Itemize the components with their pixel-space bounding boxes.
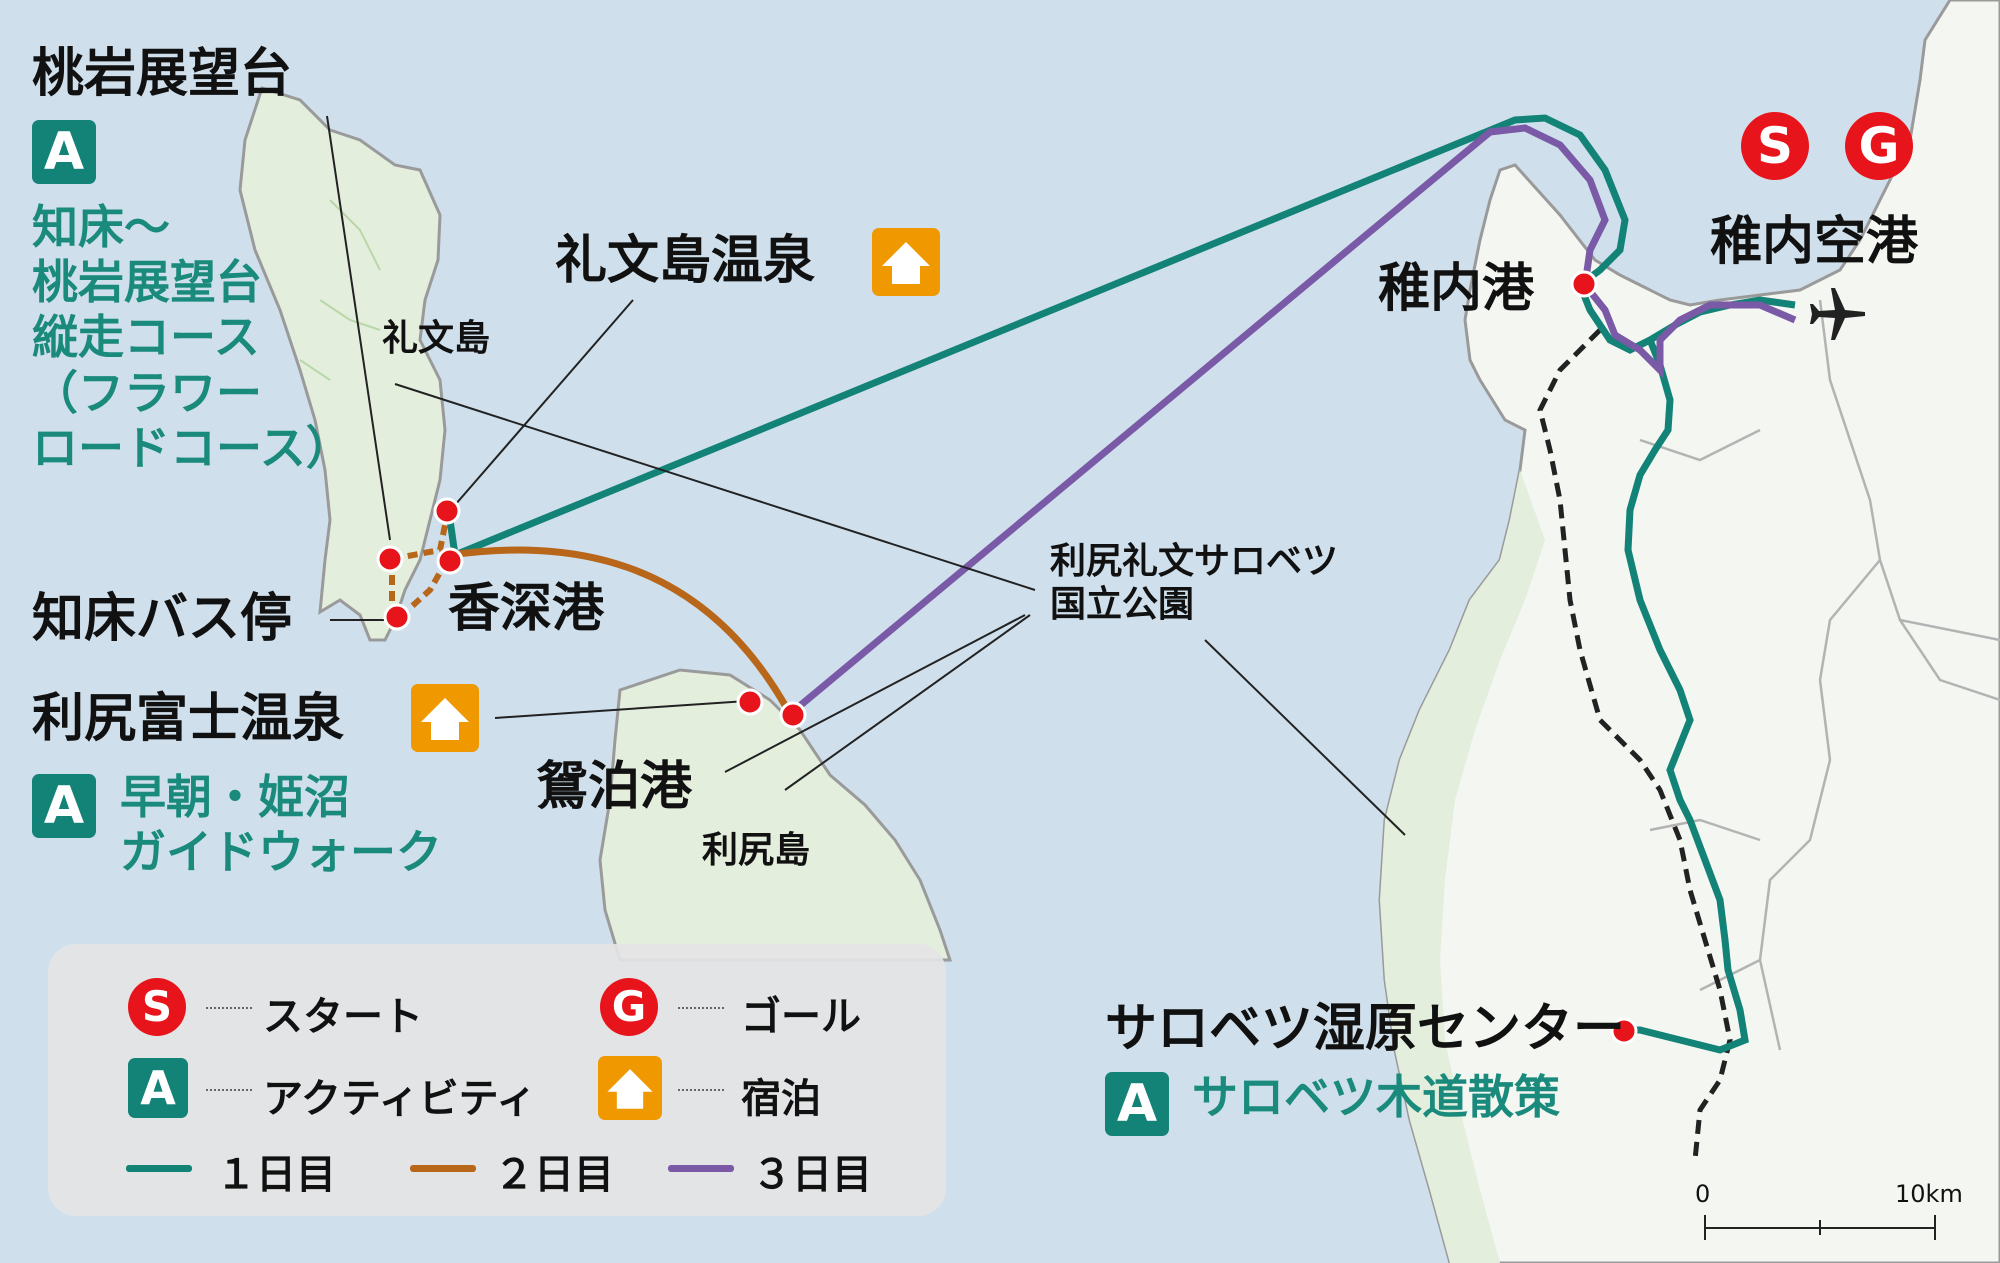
activity-badge-icon: A: [32, 774, 96, 838]
activity-shiretoko-momoiwa-course: 知床～ 桃岩展望台 縦走コース （フラワー ロードコース）: [32, 200, 352, 475]
label-kafuka: 香深港: [448, 579, 605, 639]
point-sarobetsu-center[interactable]: [1610, 1017, 1638, 1045]
legend-lodging-label: 宿泊: [741, 1076, 821, 1122]
label-rebun-island: 礼文島: [382, 318, 491, 359]
legend-goal-icon: G: [600, 978, 658, 1036]
legend-day3-label: ３日目: [752, 1152, 872, 1198]
legend-start-label: スタート: [263, 994, 423, 1040]
legend-activity-label: アクティビティ: [263, 1076, 537, 1122]
scale-start-label: 0: [1695, 1180, 1711, 1208]
legend-day2-label: ２日目: [494, 1152, 614, 1198]
point-shiretoko-bus[interactable]: [383, 603, 411, 631]
label-wakkanai-port: 稚内港: [1378, 259, 1535, 319]
label-national-park: 利尻礼文サロベツ 国立公園: [1050, 541, 1339, 626]
legend-activity-icon: A: [128, 1058, 188, 1118]
leader-lines: [326, 115, 1406, 836]
legend-day1-label: １日目: [216, 1152, 336, 1198]
point-oshidomari[interactable]: [779, 701, 807, 729]
route-day2: [449, 546, 794, 716]
legend-day1-line: [126, 1165, 192, 1172]
legend-day3-line: [668, 1165, 734, 1172]
point-kafuka[interactable]: [436, 547, 464, 575]
label-oshidomari: 鴛泊港: [536, 757, 693, 817]
legend-day2-line: [410, 1165, 476, 1172]
airplane-icon: [1805, 282, 1869, 346]
activity-himenuma-walk: 早朝・姫沼 ガイドウォーク: [120, 770, 442, 880]
house-icon: [598, 1056, 662, 1120]
railway: [1537, 328, 1733, 1161]
label-rishiri-island: 利尻島: [702, 830, 811, 871]
legend-start-icon: S: [128, 978, 186, 1036]
label-rebun-onsen: 礼文島温泉: [555, 231, 816, 291]
label-rishiri-fuji-onsen: 利尻富士温泉: [32, 689, 345, 749]
scale-end-label: 10km: [1895, 1180, 1963, 1208]
activity-badge-icon: A: [1105, 1072, 1169, 1136]
scale-bar: [1704, 1215, 1936, 1240]
park-strip: [1380, 470, 1545, 1263]
house-icon: [411, 684, 479, 752]
legend: S スタート G ゴール A アクティビティ 宿泊 １日目 ２日目 ３日目: [48, 944, 946, 1216]
route-day1-mainland: [1620, 338, 1749, 1054]
label-sarobetsu-center: サロベツ湿原センター: [1105, 999, 1626, 1059]
activity-sarobetsu-boardwalk: サロベツ木道散策: [1192, 1070, 1560, 1124]
route-day3: [787, 124, 1797, 717]
label-momoiwa: 桃岩展望台: [32, 44, 293, 104]
point-rishiri-fuji-onsen[interactable]: [736, 688, 764, 716]
activity-badge-icon: A: [32, 120, 96, 184]
house-icon: [872, 228, 940, 296]
legend-goal-label: ゴール: [741, 994, 861, 1040]
point-momoiwa[interactable]: [376, 545, 404, 573]
label-shiretoko-bus: 知床バス停: [32, 589, 293, 649]
start-marker: S: [1741, 112, 1809, 180]
point-rebun-onsen[interactable]: [433, 497, 461, 525]
label-wakkanai-airport: 稚内空港: [1710, 212, 1919, 272]
goal-marker: G: [1845, 112, 1913, 180]
point-wakkanai-port[interactable]: [1570, 270, 1598, 298]
